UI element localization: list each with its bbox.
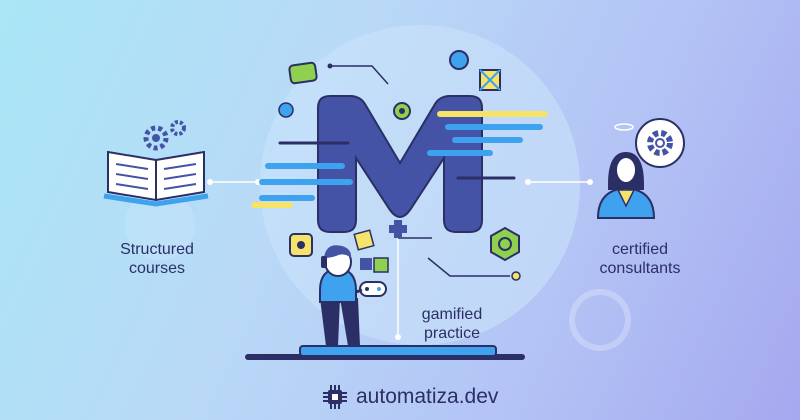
consultant-woman-gear-icon bbox=[596, 118, 685, 219]
open-book-gears-icon bbox=[103, 120, 209, 207]
plus-icon bbox=[389, 220, 407, 238]
green-layers-icon bbox=[288, 61, 318, 85]
hex-icon bbox=[490, 226, 520, 262]
bg-bubble bbox=[125, 190, 195, 260]
bg-ring bbox=[569, 289, 631, 351]
puzzle-icon bbox=[353, 229, 389, 273]
m-logo bbox=[317, 95, 483, 233]
crossed-box-icon bbox=[479, 69, 501, 91]
rocket-tile-icon bbox=[289, 233, 313, 257]
chip-icon bbox=[323, 385, 347, 409]
ring-icon bbox=[393, 102, 411, 120]
connector-lines bbox=[210, 181, 590, 337]
platform bbox=[245, 345, 525, 360]
brand-name: automatiza.dev bbox=[356, 385, 499, 408]
structured-courses-label: Structured courses bbox=[120, 241, 194, 277]
gamer-boy-controller-icon bbox=[319, 245, 387, 346]
gamified-practice-label: gamified practice bbox=[421, 306, 483, 342]
certified-consultants-label: certified consultants bbox=[599, 241, 681, 277]
search-badge-icon bbox=[278, 102, 294, 118]
brand-logo: automatiza.dev bbox=[322, 384, 498, 410]
speed-lines bbox=[251, 111, 548, 208]
image-badge-icon bbox=[449, 50, 469, 70]
